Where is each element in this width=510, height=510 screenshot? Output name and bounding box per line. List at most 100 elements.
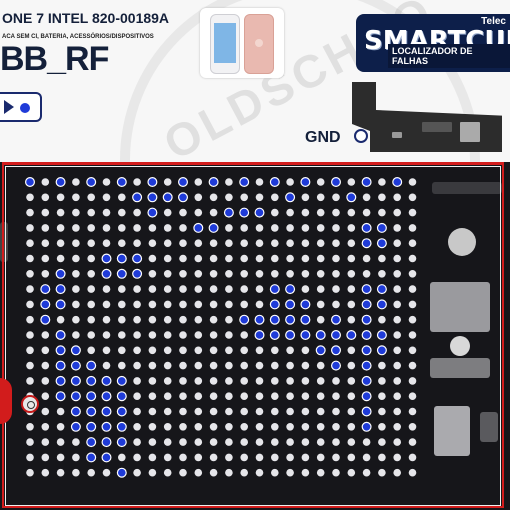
bga-pad bbox=[194, 285, 203, 293]
bga-pad bbox=[133, 300, 141, 309]
bga-pad-highlighted bbox=[86, 177, 97, 188]
play-button[interactable] bbox=[0, 92, 42, 122]
bga-pad bbox=[301, 346, 310, 355]
bga-pad bbox=[41, 392, 50, 401]
bga-pad-highlighted bbox=[132, 192, 143, 203]
bga-pad bbox=[255, 254, 264, 263]
bga-pad bbox=[225, 392, 233, 401]
bga-pad bbox=[179, 239, 187, 247]
bga-pad bbox=[87, 224, 95, 232]
bga-pad bbox=[378, 438, 386, 446]
bga-pad bbox=[225, 453, 233, 462]
bga-pad bbox=[72, 453, 80, 462]
bga-pad-highlighted bbox=[101, 268, 112, 279]
bga-pad bbox=[240, 423, 248, 431]
bga-pad bbox=[240, 239, 248, 247]
bga-pad bbox=[194, 468, 203, 477]
bga-pad bbox=[72, 468, 80, 477]
bga-pad bbox=[87, 331, 95, 339]
bga-pad bbox=[118, 453, 126, 462]
bga-pad-highlighted bbox=[361, 299, 372, 310]
bga-pad bbox=[332, 208, 340, 217]
bga-pad bbox=[408, 300, 417, 309]
bga-pad bbox=[194, 407, 203, 416]
bga-pad bbox=[393, 407, 402, 416]
bga-pad bbox=[179, 453, 187, 462]
bga-pad bbox=[393, 315, 402, 324]
bga-pad bbox=[194, 254, 203, 263]
bga-pad bbox=[393, 331, 402, 339]
bga-pad bbox=[102, 300, 111, 309]
bga-pad-highlighted bbox=[254, 330, 265, 341]
bga-pad bbox=[393, 361, 402, 370]
bga-pad bbox=[225, 407, 233, 416]
bga-pad bbox=[194, 361, 203, 370]
phone-screen bbox=[214, 23, 236, 63]
bga-pad bbox=[72, 285, 80, 293]
bga-pad bbox=[316, 468, 325, 477]
bga-pad bbox=[240, 438, 248, 446]
bga-pad bbox=[271, 361, 279, 370]
bga-pad bbox=[179, 254, 187, 263]
bga-pad bbox=[209, 315, 218, 324]
bga-pad bbox=[362, 193, 371, 202]
bga-pad bbox=[194, 331, 203, 339]
bga-pad bbox=[240, 377, 248, 385]
bga-pad bbox=[225, 438, 233, 446]
bga-pad bbox=[102, 224, 111, 232]
bga-pad bbox=[393, 224, 402, 232]
bga-pad bbox=[163, 270, 172, 278]
bga-pad-highlighted bbox=[376, 299, 387, 310]
bga-pad bbox=[179, 285, 187, 293]
bga-pad bbox=[332, 239, 340, 247]
bga-pad bbox=[26, 453, 34, 462]
page-title: ONE 7 INTEL 820-00189A bbox=[2, 10, 170, 26]
pcb-component bbox=[392, 132, 402, 138]
bga-pad bbox=[225, 270, 233, 278]
bga-pad bbox=[41, 346, 50, 355]
bga-pad-highlighted bbox=[285, 314, 296, 325]
bga-pad-highlighted bbox=[300, 299, 311, 310]
bga-pad bbox=[209, 193, 218, 202]
gnd-label: GND bbox=[305, 129, 341, 146]
bga-pad bbox=[301, 270, 310, 278]
bga-pad bbox=[301, 285, 310, 293]
bga-pad bbox=[56, 438, 65, 446]
bga-pad bbox=[240, 453, 248, 462]
bga-pad bbox=[378, 315, 386, 324]
bga-pad bbox=[286, 208, 294, 217]
bga-pad bbox=[163, 468, 172, 477]
bga-pad bbox=[301, 224, 310, 232]
bga-pad bbox=[316, 254, 325, 263]
bga-pad bbox=[378, 453, 386, 462]
bga-pad bbox=[148, 315, 157, 324]
bga-pad-highlighted bbox=[315, 330, 326, 341]
bga-pad bbox=[163, 346, 172, 355]
bga-pad-highlighted bbox=[361, 222, 372, 233]
bga-pad bbox=[209, 331, 218, 339]
bga-pad bbox=[255, 346, 264, 355]
board-inner-frame bbox=[5, 166, 501, 506]
bga-pad bbox=[408, 392, 417, 401]
bga-pad bbox=[286, 346, 294, 355]
bga-pad bbox=[102, 361, 111, 370]
bga-pad bbox=[240, 285, 248, 293]
test-point-marker-icon[interactable] bbox=[21, 395, 39, 413]
bga-pad-highlighted bbox=[55, 360, 66, 371]
bga-pad bbox=[408, 193, 417, 202]
bga-pad bbox=[26, 361, 34, 370]
bga-pad bbox=[163, 178, 172, 186]
bga-pad-highlighted bbox=[361, 238, 372, 249]
bga-pad bbox=[26, 254, 34, 263]
bga-pad bbox=[163, 315, 172, 324]
bga-pad bbox=[332, 468, 340, 477]
bga-pad bbox=[347, 453, 356, 462]
bga-pad bbox=[26, 208, 34, 217]
bga-pad-highlighted bbox=[285, 299, 296, 310]
bga-pad bbox=[347, 407, 356, 416]
bga-pad bbox=[316, 392, 325, 401]
bga-pad bbox=[56, 453, 65, 462]
bga-pad bbox=[393, 392, 402, 401]
bga-pad bbox=[163, 285, 172, 293]
bga-pad bbox=[393, 453, 402, 462]
